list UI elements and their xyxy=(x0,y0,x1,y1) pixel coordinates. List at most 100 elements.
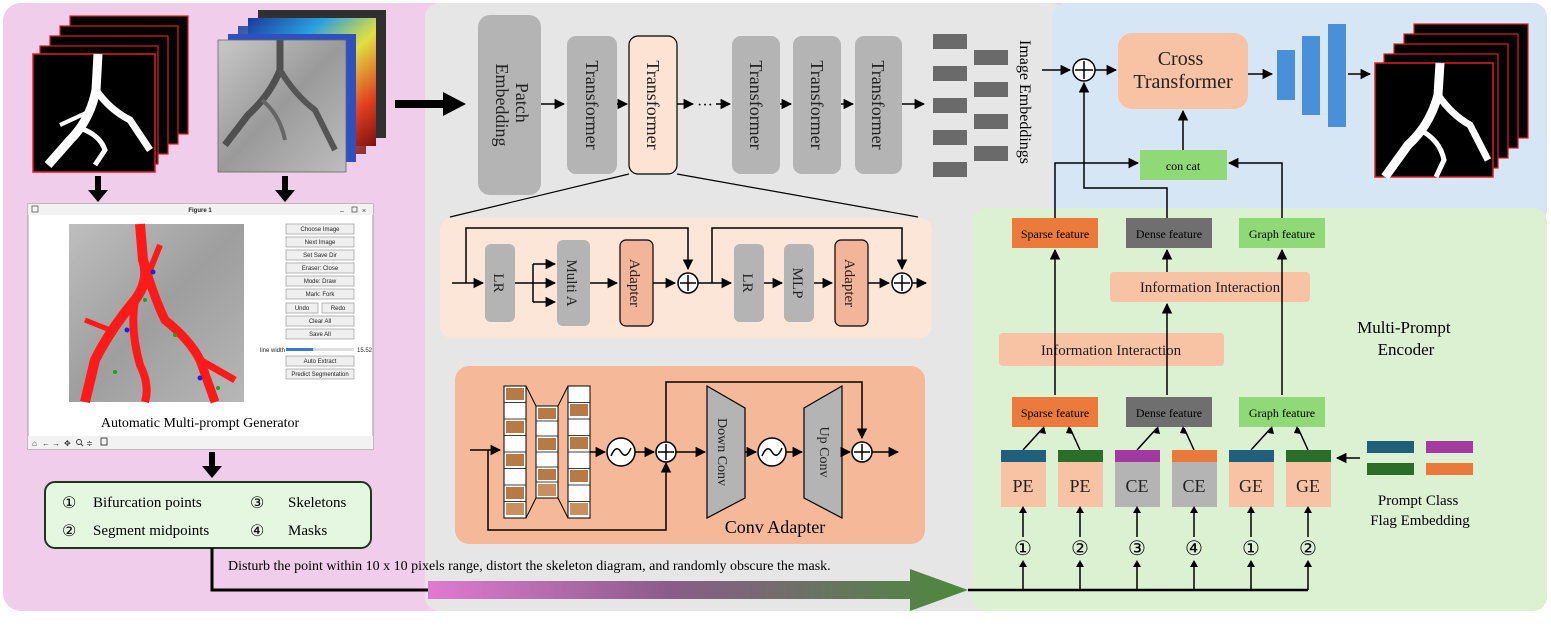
transformer-label-3: Transformer xyxy=(746,60,766,149)
image-embedding-tokens xyxy=(933,34,1008,177)
sparse-feature-top: Sparse feature xyxy=(1021,227,1089,241)
feature-stack-2 xyxy=(535,405,559,499)
stack-down-arrows xyxy=(88,176,295,202)
prompt-label-masks: Masks xyxy=(288,523,327,539)
transformer-label-5: Transformer xyxy=(868,60,888,149)
prompt-label-midpoints: Segment midpoints xyxy=(93,523,209,539)
input-arrow xyxy=(395,92,466,116)
flag-label: Prompt Class Flag Embedding xyxy=(1370,493,1470,529)
up-conv-shape xyxy=(803,384,843,519)
save-all-button[interactable] xyxy=(285,328,355,340)
down-conv-shape xyxy=(706,384,746,519)
mark-button[interactable] xyxy=(285,288,355,300)
prompt-input-4: ④ xyxy=(1185,538,1203,560)
clear-all-button[interactable] xyxy=(285,315,355,327)
prompt-input-1: ① xyxy=(1014,538,1032,560)
sparse-feature-bottom: Sparse feature xyxy=(1021,406,1089,420)
eraser-button[interactable] xyxy=(285,262,355,274)
lr-label-1: LR xyxy=(490,273,506,292)
eraser-label: Eraser: Close xyxy=(302,266,339,272)
figure-toolbar xyxy=(28,436,373,449)
undo-label: Undo xyxy=(295,306,310,312)
window-titlebar xyxy=(28,204,373,215)
segmentation-canvas[interactable] xyxy=(69,223,244,404)
slider-fill xyxy=(286,348,314,351)
info-interaction-label-top: Information Interaction xyxy=(1140,280,1281,296)
pan-icon[interactable]: ✥ xyxy=(64,439,71,448)
adapter-block: LR Multi A Adapter LR MLP Adapter xyxy=(440,218,932,338)
mlp-label: MLP xyxy=(789,268,805,299)
flag-embedding-swatches xyxy=(1367,441,1473,475)
next-image-button[interactable] xyxy=(285,236,355,248)
transformer-label-4: Transformer xyxy=(807,60,827,149)
prompt-inputs: ① ② ③ ④ ① ② xyxy=(1014,506,1317,590)
decoder-bars xyxy=(1277,24,1346,127)
undo-button[interactable] xyxy=(285,302,319,314)
mask-stack xyxy=(32,15,189,173)
transformer-label-2: Transformer xyxy=(643,60,663,149)
image-embeddings-label: Image Embeddings xyxy=(1016,40,1033,164)
forward-icon[interactable]: → xyxy=(52,439,60,448)
transformer-label-1: Transformer xyxy=(582,60,602,149)
prompt-num-4: ④ xyxy=(250,523,264,540)
transformer-3: Transformer xyxy=(732,36,780,174)
prompt-input-6: ② xyxy=(1299,538,1317,560)
prompt-num-3: ③ xyxy=(250,495,264,512)
redo-button[interactable] xyxy=(321,302,355,314)
choose-image-label: Choose Image xyxy=(300,227,340,233)
adapter-label-1: Adapter xyxy=(626,259,642,307)
line-width-slider[interactable] xyxy=(286,348,354,351)
prompt-label-skeletons: Skeletons xyxy=(288,495,346,511)
feature-stack-3 xyxy=(567,385,591,519)
close-icon[interactable]: × xyxy=(362,208,366,215)
prompt-input-3: ③ xyxy=(1128,538,1146,560)
angiogram-stack xyxy=(217,10,386,173)
predict-segmentation-button[interactable] xyxy=(285,368,355,380)
prompt-input-2: ② xyxy=(1071,538,1089,560)
patch-embedding-block: Patch Embedding xyxy=(478,15,541,195)
conv-adapter-title: Conv Adapter xyxy=(725,517,826,537)
output-mask-stack xyxy=(1374,23,1529,180)
concat-label: con cat xyxy=(1166,159,1201,173)
concat-block: con cat xyxy=(1140,150,1227,180)
auto-extract-button[interactable] xyxy=(285,355,355,367)
adapter-label-2: Adapter xyxy=(841,259,857,307)
encoder-label-1: Multi-Prompt xyxy=(1357,318,1451,337)
save-icon[interactable] xyxy=(100,437,108,446)
encoder-label: Multi-Prompt Encoder xyxy=(1357,318,1455,359)
transformer-2-highlight: Transformer xyxy=(628,35,678,175)
window-icon xyxy=(31,205,39,213)
encoder-pe-1: PE xyxy=(1012,476,1033,496)
mode-button[interactable] xyxy=(285,275,355,287)
top-features: Sparse feature Dense feature Graph featu… xyxy=(1012,218,1325,248)
encoder-blocks: PE PE CE CE GE GE xyxy=(1001,426,1331,507)
prompt-input-5: ① xyxy=(1242,538,1260,560)
encoder-ce-2: CE xyxy=(1182,476,1205,496)
figure-window[interactable]: Figure 1 – × Choose Image Nex xyxy=(27,203,374,450)
encoder-arrows xyxy=(1049,248,1288,395)
patch-label-2: Embedding xyxy=(492,64,512,147)
zoom-line-right xyxy=(676,173,919,218)
patch-label-1: Patch xyxy=(512,83,532,123)
home-icon[interactable]: ⌂ xyxy=(32,439,37,448)
encoder-ge-1: GE xyxy=(1239,476,1263,496)
zoom-line-left xyxy=(449,173,630,218)
zoom-icon[interactable] xyxy=(76,439,82,445)
configure-icon[interactable]: ≑ xyxy=(86,439,93,448)
svg-text:Patch Embedding: Patch Embedding xyxy=(492,64,532,147)
back-icon[interactable]: ← xyxy=(42,439,50,448)
flag-label-1: Prompt Class xyxy=(1378,493,1459,509)
transformer-1: Transformer xyxy=(567,36,617,174)
minimize-icon[interactable]: – xyxy=(340,208,344,215)
bottom-features: Sparse feature Dense feature Graph featu… xyxy=(1012,397,1325,427)
slider-label: line width xyxy=(260,348,285,354)
choose-image-button[interactable] xyxy=(285,223,355,235)
maximize-icon[interactable] xyxy=(351,206,358,213)
cross-label-1: Cross xyxy=(1158,48,1204,70)
set-save-dir-button[interactable] xyxy=(285,249,355,261)
window-title: Figure 1 xyxy=(188,208,212,214)
lr-label-2: LR xyxy=(739,273,755,292)
disturb-text: Disturb the point within 10 x 10 pixels … xyxy=(228,559,831,574)
encoder-ge-2: GE xyxy=(1296,476,1320,496)
